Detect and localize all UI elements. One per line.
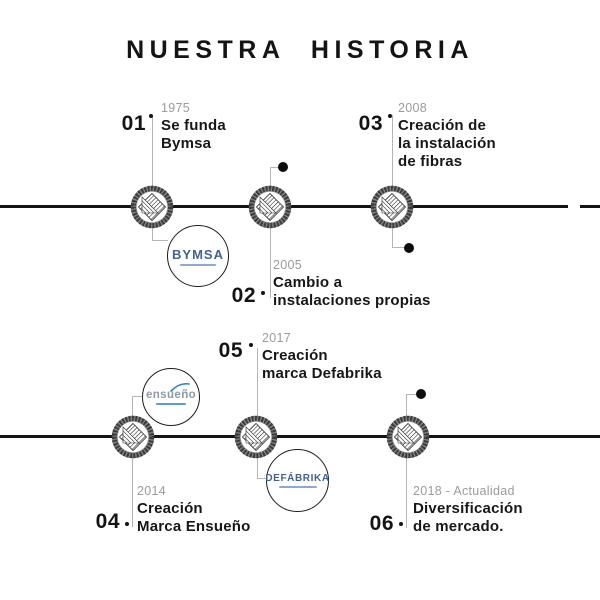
milestone-04-date: 2014 [137,484,167,498]
milestone-06-text: 2018 - Actualidad Diversificación de mer… [413,484,523,536]
connector-node3-down [392,224,393,248]
ensueno-logo-label: ensueño [145,389,197,402]
bymsa-logo-label: BYMSA [172,246,224,262]
ensueno-swoosh-icon [170,382,190,392]
timeline-node2-logo-medallion-icon [248,185,292,229]
milestone-05-date: 2017 [262,331,292,345]
milestone-05-title-line1: Creación [262,347,328,364]
milestone-01-date: 1975 [161,101,191,115]
milestone-02-date: 2005 [273,258,303,272]
number-dot-06-icon [399,522,403,526]
connector-node3-up [392,115,393,190]
connector-node4-up [132,396,133,420]
milestone-01-title-line1: Se funda [161,117,226,134]
number-dot-01-icon [149,114,153,118]
milestone-02-title-line2: instalaciones propias [273,292,431,309]
page-title: NUESTRA HISTORIA [126,36,474,64]
milestone-03-title-line2: la instalación [398,135,496,152]
milestone-04-number: 04 [95,510,120,533]
milestone-02-text: 2005 Cambio a instalaciones propias [273,258,431,310]
connector-node3-elbow [392,247,405,248]
connector-node6-up [406,394,407,420]
milestone-06-title-line2: de mercado. [413,518,504,535]
connector-node1-to-badge [152,240,168,241]
number-dot-03-icon [388,114,392,118]
milestone-03-text: 2008 Creación de la instalación de fibra… [398,101,496,171]
connector-node2-up [270,167,271,190]
defabrika-logo-badge: DEFÁBRIKA [265,449,330,512]
ensueno-tagline-line [156,403,186,405]
defabrika-logo-label: DEFÁBRIKA [265,473,330,484]
bymsa-logo-badge: BYMSA [167,225,229,287]
end-dot-node6-icon [416,389,426,399]
connector-node5-up [257,348,258,420]
defabrika-tagline-line [278,486,317,488]
milestone-01-number: 01 [121,112,146,135]
connector-node5-down [257,454,258,479]
timeline-node4-logo-medallion-icon [111,415,155,459]
milestone-04-text: 2014 Creación Marca Ensueño [137,484,250,536]
connector-node5-to-badge [257,478,269,479]
milestone-03-title-line1: Creación de [398,117,487,134]
milestone-05-text: 2017 Creación marca Defabrika [262,331,382,383]
milestone-05-title-line2: marca Defabrika [262,365,382,382]
milestone-05-number: 05 [218,339,243,362]
end-dot-node2-icon [278,162,288,172]
connector-node4-down [132,454,133,527]
timeline-node1-logo-medallion-icon [130,185,174,229]
connector-node4-to-badge [132,396,144,397]
connector-node6-elbow [406,394,418,395]
connector-node6-down [406,454,407,528]
timeline-row2-line [0,435,600,438]
milestone-06-date: 2018 - Actualidad [413,484,515,498]
connector-node2-elbow [270,167,280,168]
connector-node1-up [152,116,153,190]
milestone-03-number: 03 [358,112,383,135]
timeline-node3-logo-medallion-icon [370,185,414,229]
milestone-06-title-line1: Diversificación [413,500,523,517]
ensueno-logo-badge: ensueño [142,368,200,426]
bymsa-tagline-line [180,263,216,266]
milestone-04-title-line2: Marca Ensueño [137,518,251,535]
milestone-01-text: 1975 Se funda Bymsa [161,101,226,153]
milestone-03-date: 2008 [398,101,428,115]
number-dot-04-icon [125,522,129,526]
timeline-node6-logo-medallion-icon [386,415,430,459]
connector-node2-down [270,224,271,298]
number-dot-05-icon [249,343,253,347]
timeline-row1-line-end [580,205,600,208]
number-dot-02-icon [261,291,265,295]
timeline-node5-logo-medallion-icon [234,415,278,459]
milestone-01-title-line2: Bymsa [161,135,212,152]
milestone-04-title-line1: Creación [137,500,203,517]
milestone-02-number: 02 [231,284,256,307]
milestone-03-title-line3: de fibras [398,153,463,170]
connector-node1-down [152,224,153,241]
end-dot-node3-icon [404,243,414,253]
milestone-06-number: 06 [369,512,394,535]
milestone-02-title-line1: Cambio a [273,274,343,291]
